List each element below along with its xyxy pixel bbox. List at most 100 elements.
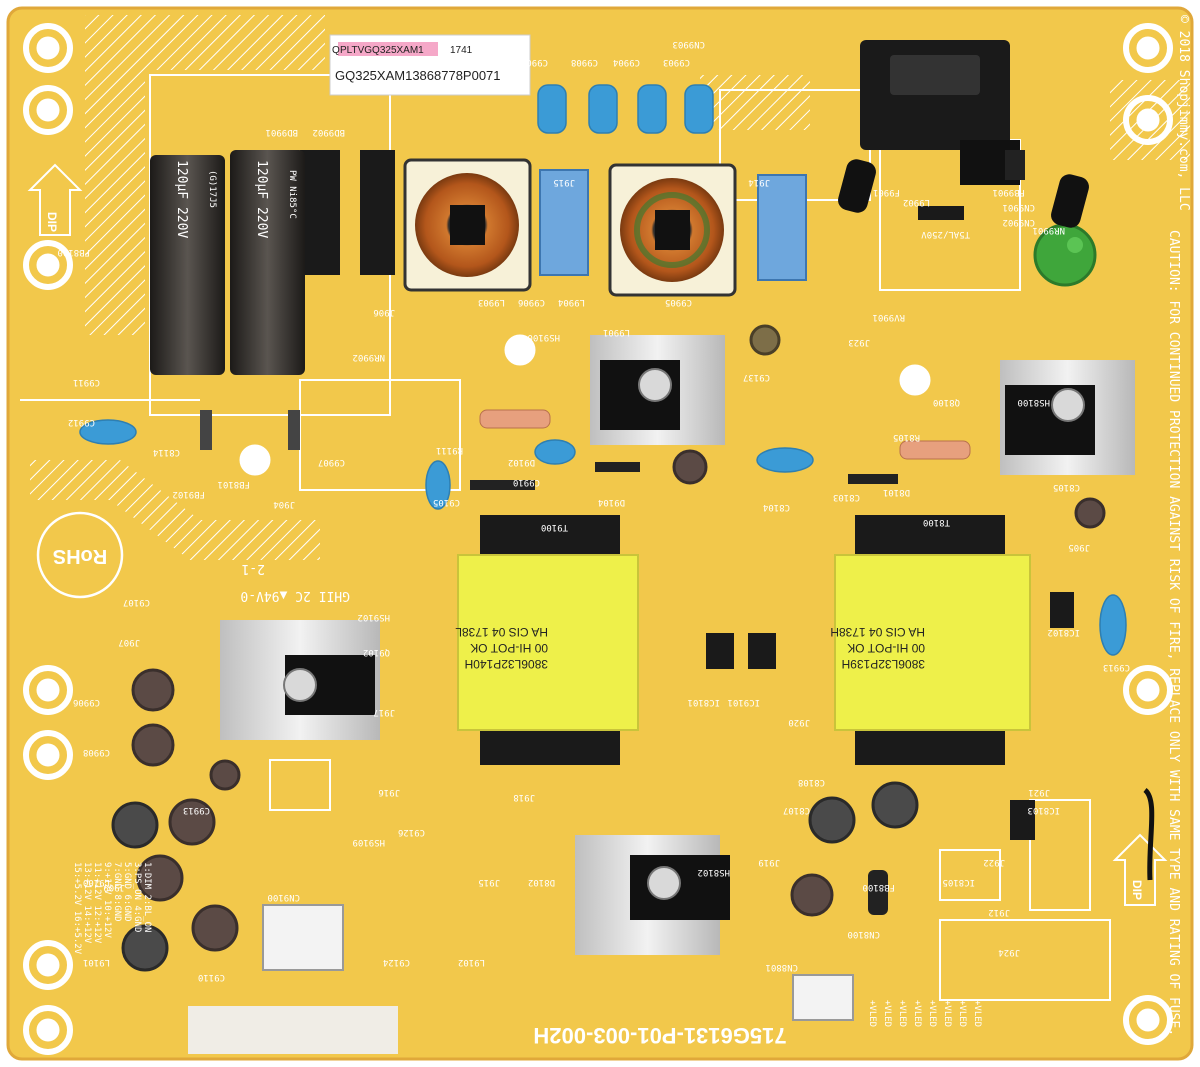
ref-r8105: R8105	[893, 432, 920, 442]
svg-text:+VLED: +VLED	[912, 1000, 922, 1027]
ref-c9908: C9908	[571, 57, 598, 67]
transformers	[457, 515, 1031, 765]
ref-c9906: C9906	[518, 297, 545, 307]
label-serial: GQ325XAM13868778P0071	[335, 68, 501, 83]
svg-text:5:GND 6:GND: 5:GND 6:GND	[122, 862, 132, 922]
ref-c8103: C8103	[833, 492, 860, 502]
ref-j917: J917	[373, 707, 395, 717]
transformer-left-line2: 00 HI-POT OK	[470, 641, 548, 655]
ref-ic8102: IC8102	[1047, 627, 1080, 637]
ref-c9110: C9110	[198, 972, 225, 982]
ref-c8105: C8105	[1053, 482, 1080, 492]
ref-l9901: L9901	[603, 327, 630, 337]
ref-fb8100: FB8100	[862, 882, 895, 892]
rohs-text: RoHS	[53, 545, 107, 567]
thermistors	[838, 159, 1089, 228]
ref-c9913: C9913	[183, 805, 210, 815]
ref-c9904: C9904	[613, 57, 640, 67]
pin-map: 15:+5.2V 16:+5.2V 13:+12V 14:+12V 11:+12…	[72, 862, 152, 955]
common-mode-chokes	[403, 158, 737, 297]
dip-label-right: DIP	[1130, 880, 1144, 900]
refs-lower: C9107HS9102Q9102J907C9906C9908C9913J917J…	[73, 597, 1130, 982]
label-badge: Q	[332, 45, 340, 56]
refs-top: CN9903C9903C9904C9908C9909BD9902BD9901J9…	[265, 39, 1065, 322]
ref-j915: J915	[478, 877, 500, 887]
ref-j914: J914	[748, 177, 770, 187]
ref-c9137: C9137	[743, 372, 770, 382]
ref-j918: J918	[513, 792, 535, 802]
dip-label-left: DIP	[45, 212, 59, 232]
ref-cn9901: CN9901	[1002, 202, 1035, 212]
ref-j919: J919	[758, 857, 780, 867]
ref-c9907: C9907	[318, 457, 345, 467]
bulk-capacitors	[150, 150, 305, 375]
svg-text:15:+5.2V 16:+5.2V: 15:+5.2V 16:+5.2V	[72, 862, 82, 955]
ics	[706, 592, 1074, 840]
ref-j923: J923	[848, 337, 870, 347]
resistors	[200, 409, 971, 915]
ref-j907: J907	[118, 637, 140, 647]
ref-cn9903: CN9903	[672, 39, 705, 49]
ref-hs8102: HS8102	[697, 867, 730, 877]
bulk-cap-code-2: PW Ni85°C	[287, 170, 297, 219]
fuse-icon	[918, 206, 964, 220]
svg-text:7:GND 8:GND: 7:GND 8:GND	[112, 862, 122, 922]
ref-l9903: L9903	[478, 297, 505, 307]
ref-j915: J915	[553, 177, 575, 187]
ref-c9906: C9906	[73, 697, 100, 707]
ref-cn9100: CN9100	[267, 892, 300, 902]
ref-q8100: Q8100	[933, 397, 960, 407]
ref-l9100: L9100	[83, 877, 110, 887]
ref-bd9902: BD9902	[312, 127, 345, 137]
ref-j921: J921	[1028, 787, 1050, 797]
ref-rv9901: RV9901	[872, 312, 905, 322]
copyright: © 2018 Shopjimmy.com, LLC	[1176, 15, 1191, 211]
refs-middle: J906NR9902FB8100C9911C9912FB8101FB9102J9…	[57, 247, 1090, 552]
ref-j904: J904	[273, 499, 295, 509]
ref-c9124: C9124	[383, 957, 410, 967]
ref-c9903: C9903	[663, 57, 690, 67]
heatsinks	[220, 335, 1135, 955]
ref-r9111: R9111	[436, 445, 463, 455]
ref-j906: J906	[373, 307, 395, 317]
part-number: 715G6131-P01-003-002H	[533, 1023, 786, 1048]
ref-l9904: L9904	[558, 297, 585, 307]
connectors	[262, 904, 854, 1021]
ref-c8108: C8108	[798, 777, 825, 787]
ref-nr9902: NR9902	[352, 352, 385, 362]
ac-inlet-connector	[860, 40, 1025, 185]
y-capacitors	[79, 84, 1127, 656]
wire	[1143, 788, 1155, 881]
vled-pins: +VLED +VLED +VLED +VLED +VLED +VLED +VLE…	[867, 1000, 982, 1027]
transformer-left-line1: HA CIS 04 1738L	[455, 625, 548, 639]
transformer-right-line2: 00 HI-POT OK	[847, 641, 925, 655]
ref-c9912: C9912	[68, 417, 95, 427]
date-code: 2-1	[242, 561, 265, 576]
ref-hs9109: HS9109	[352, 837, 385, 847]
svg-text:3:PS_ON 4:GND: 3:PS_ON 4:GND	[132, 862, 142, 932]
ref-ic8105: IC8105	[942, 877, 975, 887]
ref-cn8801: CN8801	[765, 962, 798, 972]
bulk-cap-code-1: (G)17J5	[207, 170, 217, 208]
svg-text:13:+12V 14:+12V: 13:+12V 14:+12V	[82, 862, 92, 944]
ref-cn8100: CN8100	[847, 929, 880, 939]
ref-j912: J912	[988, 907, 1010, 917]
ref-c9911: C9911	[73, 377, 100, 387]
ref-ic8101: IC8101	[687, 697, 720, 707]
svg-text:+VLED: +VLED	[882, 1000, 892, 1027]
ref-l9101: L9101	[83, 957, 110, 967]
svg-text:11:+12V 12:+12V: 11:+12V 12:+12V	[92, 862, 102, 944]
ref-d8102: D8102	[528, 877, 555, 887]
fuse-rating: T5AL/250V	[921, 229, 970, 239]
ref-ic9101: IC9101	[727, 697, 760, 707]
svg-text:9:+12V 10:+12V: 9:+12V 10:+12V	[102, 862, 112, 938]
transformer-right-line1: HA CIS 04 1738H	[830, 625, 925, 639]
ref-f9901: F9901	[873, 187, 900, 197]
ref-c9908: C9908	[83, 747, 110, 757]
ref-cn9902: CN9902	[1002, 217, 1035, 227]
ref-j909: J909	[103, 882, 125, 892]
ref-c9107: C9107	[123, 597, 150, 607]
ref-fb8100: FB8100	[57, 247, 90, 257]
ref-c9909: C9909	[521, 57, 548, 67]
